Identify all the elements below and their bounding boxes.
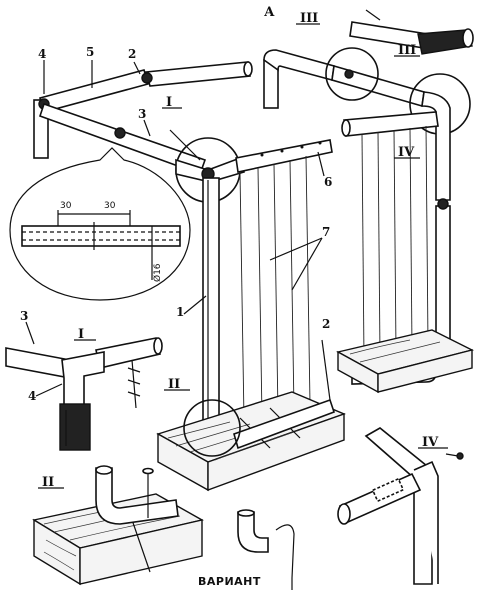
label-detail-iv-b: IV (422, 435, 439, 450)
detail-circle-iii (325, 47, 379, 101)
label-part-4b: 4 (28, 389, 36, 403)
dim-diameter-16: Ø16 (152, 263, 163, 282)
label-detail-iii-b: III (398, 43, 416, 58)
dim-30-right: 30 (104, 201, 116, 211)
detail-iii-view (349, 9, 474, 55)
label-part-6: 6 (324, 175, 332, 189)
label-variant: ВАРИАНТ (198, 575, 261, 588)
front-top-rail-6 (235, 139, 333, 173)
label-detail-ii-b: II (42, 475, 54, 490)
detail-i-view (5, 337, 163, 451)
top-rail-5 (39, 69, 149, 113)
back-frame (263, 47, 474, 394)
label-part-3a: 3 (138, 107, 146, 121)
label-part-2b: 2 (322, 317, 330, 331)
label-part-3b: 3 (20, 309, 28, 323)
dim-30-left: 30 (60, 201, 72, 211)
dimension-callout (9, 147, 191, 301)
label-detail-i-b: I (78, 327, 84, 342)
label-detail-iv: IV (398, 145, 415, 160)
label-part-5: 5 (86, 45, 94, 59)
label-part-1: 1 (176, 305, 184, 319)
bottom-rail-2 (233, 398, 336, 450)
top-rail-2 (144, 61, 251, 87)
label-detail-i: I (166, 95, 172, 110)
detail-iv-view (337, 427, 464, 585)
callout-bubble (9, 147, 191, 301)
label-part-2a: 2 (128, 47, 136, 61)
variant-view (237, 509, 295, 590)
detail-ii-view (32, 465, 204, 586)
base-front (156, 339, 346, 492)
label-part-7: 7 (322, 225, 330, 239)
labels: А 4 5 2 3 I III III IV 6 7 1 2 II 3 I 4 … (20, 5, 448, 588)
label-detail-ii: II (168, 377, 180, 392)
label-part-4a: 4 (38, 47, 46, 61)
detail-circle-ii (183, 399, 241, 457)
label-detail-iii: III (300, 11, 318, 26)
strings-7 (239, 155, 311, 421)
callout-pipe (21, 225, 181, 247)
label-view-a: А (264, 5, 275, 20)
